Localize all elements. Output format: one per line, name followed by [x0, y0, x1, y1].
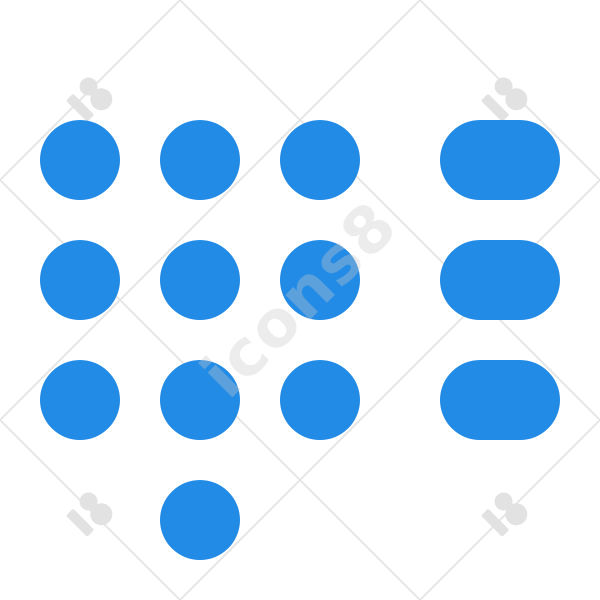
dialpad-key — [160, 360, 240, 440]
dialpad-key — [160, 120, 240, 200]
dialpad-key — [160, 240, 240, 320]
menu-bar — [440, 360, 560, 440]
dialpad-key — [160, 480, 240, 560]
dialpad-key — [280, 120, 360, 200]
menu-bar — [440, 240, 560, 320]
dialpad-key — [280, 360, 360, 440]
dialpad-key — [40, 120, 120, 200]
dialpad-key — [40, 360, 120, 440]
dialpad-key — [280, 240, 360, 320]
menu-bar — [440, 120, 560, 200]
dialpad-key — [40, 240, 120, 320]
